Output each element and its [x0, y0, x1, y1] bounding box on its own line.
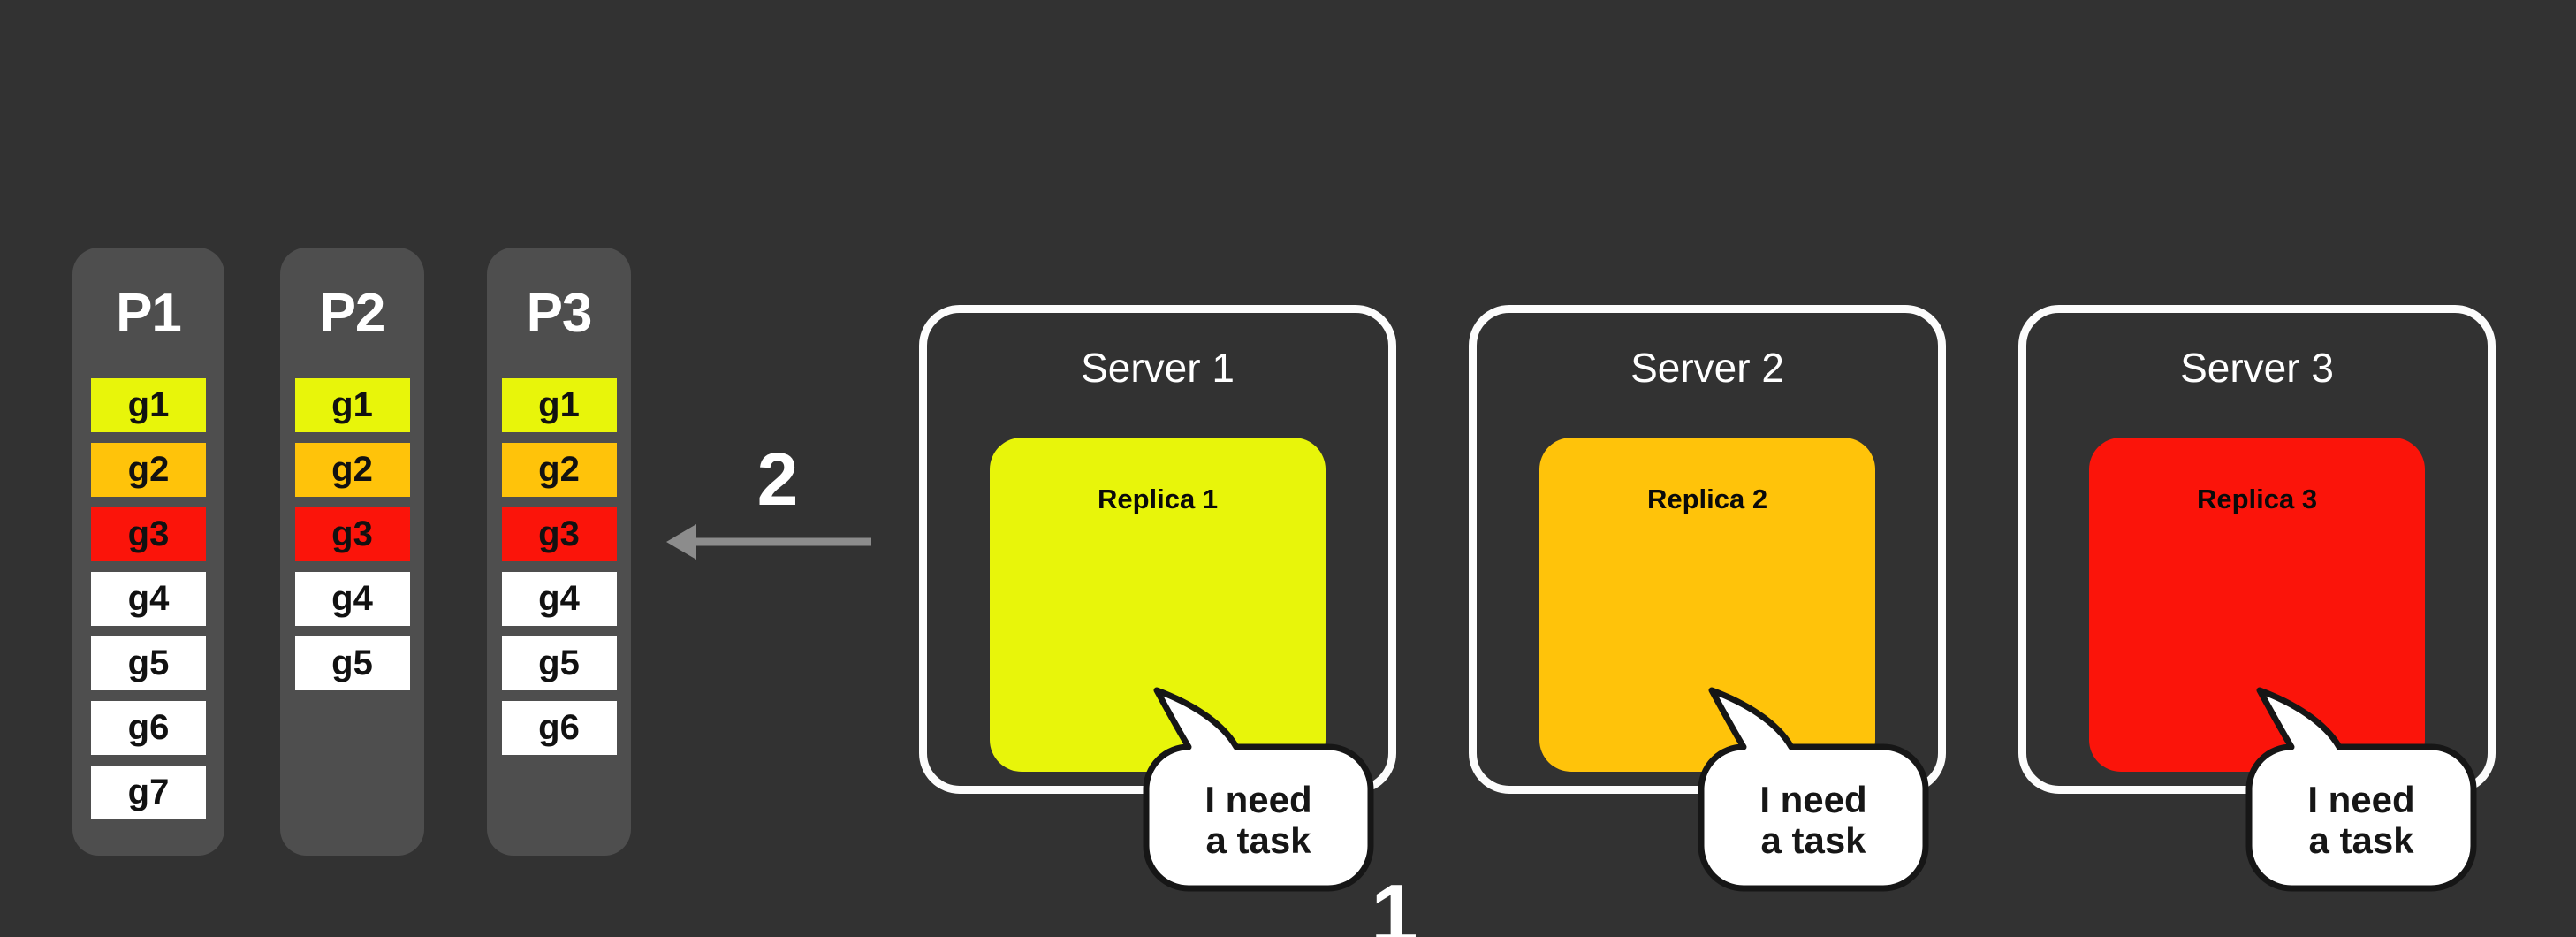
replica-3: Replica 3: [2089, 438, 2425, 772]
speech-bubble-3-text: I need a task: [2307, 779, 2415, 861]
speech-bubble-1-text: I need a task: [1204, 779, 1312, 861]
task-cell-p3-g2: g2: [501, 443, 617, 497]
task-cell-p1-g2: g2: [91, 443, 206, 497]
task-cell-p1-g6: g6: [91, 701, 206, 755]
task-cell-p2-g2: g2: [294, 443, 410, 497]
task-cell-p1-g5: g5: [91, 636, 206, 690]
partition-p3-label: P3: [526, 282, 593, 344]
task-cell-p1-g4: g4: [91, 572, 206, 626]
speech-bubble-1: [1143, 687, 1374, 892]
partition-p2-label: P2: [319, 282, 386, 344]
task-cell-p1-g7: g7: [91, 766, 206, 819]
task-cell-p2-g3: g3: [294, 507, 410, 561]
step-1-label: 1: [1371, 867, 1418, 937]
task-cell-p2-g4: g4: [294, 572, 410, 626]
replica-1: Replica 1: [990, 438, 1326, 772]
replica-2-label: Replica 2: [1646, 484, 1768, 514]
partition-p2: P2 g1 g2 g3 g4 g5: [280, 248, 424, 856]
task-cell-p2-g5: g5: [294, 636, 410, 690]
task-cell-p3-g6: g6: [501, 701, 617, 755]
speech-bubble-2: [1698, 687, 1929, 892]
task-cell-p3-g3: g3: [501, 507, 617, 561]
step-2-label: 2: [756, 438, 799, 521]
replica-3-label: Replica 3: [2196, 484, 2318, 514]
server-1-title: Server 1: [1081, 345, 1235, 391]
server-3-title: Server 3: [2180, 345, 2334, 391]
assign-arrow-icon: [666, 524, 871, 560]
replica-2: Replica 2: [1539, 438, 1875, 772]
partition-p1: P1 g1 g2 g3 g4 g5 g6 g7: [72, 248, 224, 856]
speech-bubble-2-text: I need a task: [1759, 779, 1867, 861]
task-cell-p3-g1: g1: [501, 378, 617, 432]
partition-p3: P3 g1 g2 g3 g4 g5 g6: [487, 248, 631, 856]
task-cell-p3-g4: g4: [501, 572, 617, 626]
server-2-title: Server 2: [1630, 345, 1784, 391]
task-cell-p1-g3: g3: [91, 507, 206, 561]
task-cell-p2-g1: g1: [294, 378, 410, 432]
speech-bubble-3: [2245, 687, 2477, 892]
partition-p1-label: P1: [116, 282, 182, 344]
replica-1-label: Replica 1: [1097, 484, 1219, 514]
task-cell-p1-g1: g1: [91, 378, 206, 432]
task-cell-p3-g5: g5: [501, 636, 617, 690]
